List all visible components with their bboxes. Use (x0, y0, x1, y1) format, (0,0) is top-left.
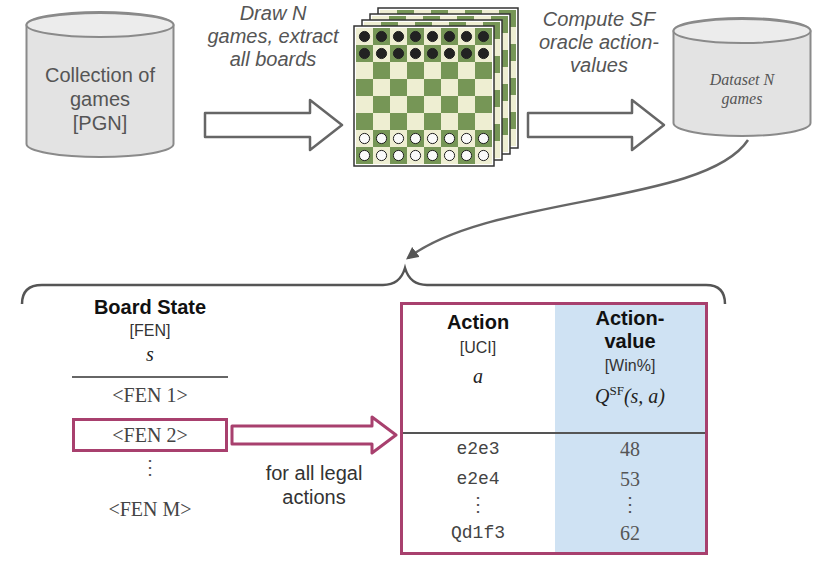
chessboard-stack (354, 8, 518, 166)
column-subheading: [FEN] (50, 322, 250, 340)
cylinder-text: Collection of games[PGN] (25, 12, 175, 157)
step-label: Draw N games, extract all boards (206, 2, 340, 71)
hollow-arrow (205, 100, 342, 150)
table-cell: Qd1f3 (403, 523, 553, 544)
cylinder-label: Dataset N games (697, 70, 787, 108)
symbol-label: s (50, 343, 250, 366)
table-header: SF (609, 383, 623, 399)
table-header: [Win%] (555, 357, 705, 375)
table-header: [UCI] (403, 339, 553, 357)
state-box: <FEN 2> (72, 418, 228, 452)
fen-label: <FEN M> (50, 498, 250, 521)
database-cylinder: Collection of games[PGN] (25, 12, 175, 157)
table-cell: 53 (555, 468, 705, 491)
table-cell: 48 (555, 438, 705, 461)
table-header: Q (595, 385, 609, 408)
database-cylinder: Dataset N games (672, 18, 812, 136)
ellipsis: ⋮ (50, 456, 250, 479)
step-label: Compute SF oracle action-values (530, 8, 668, 77)
table-cell: ⋮ (403, 493, 553, 516)
table-header: (s, a) (624, 385, 665, 408)
hollow-arrow (528, 100, 664, 150)
action-table: QSF(s, a) Action [UCI] a Action-value [Win%] e… (400, 302, 708, 555)
table-cell: e2e3 (403, 439, 553, 460)
curved-arrow (408, 140, 748, 258)
table-header: a (403, 365, 553, 388)
cylinder-label: Collection of games (40, 63, 160, 111)
hollow-arrow (232, 417, 396, 453)
table-header: Action-value (573, 307, 688, 353)
cylinder-text: Dataset N games (672, 18, 812, 136)
table-cell: ⋮ (555, 493, 705, 516)
separator-line (72, 376, 228, 378)
table-cell: e2e4 (403, 469, 553, 490)
table-cell: 62 (555, 522, 705, 545)
formula-row: QSF(s, a) (555, 385, 705, 408)
fen-label: <FEN 2> (112, 424, 187, 447)
fen-label: <FEN 1> (50, 384, 250, 407)
column-heading: Board State (50, 296, 250, 319)
cylinder-label: [PGN] (73, 111, 127, 135)
table-header: Action (403, 311, 553, 334)
edge-label: for all legal actions (239, 461, 389, 509)
header-rule (403, 432, 705, 434)
